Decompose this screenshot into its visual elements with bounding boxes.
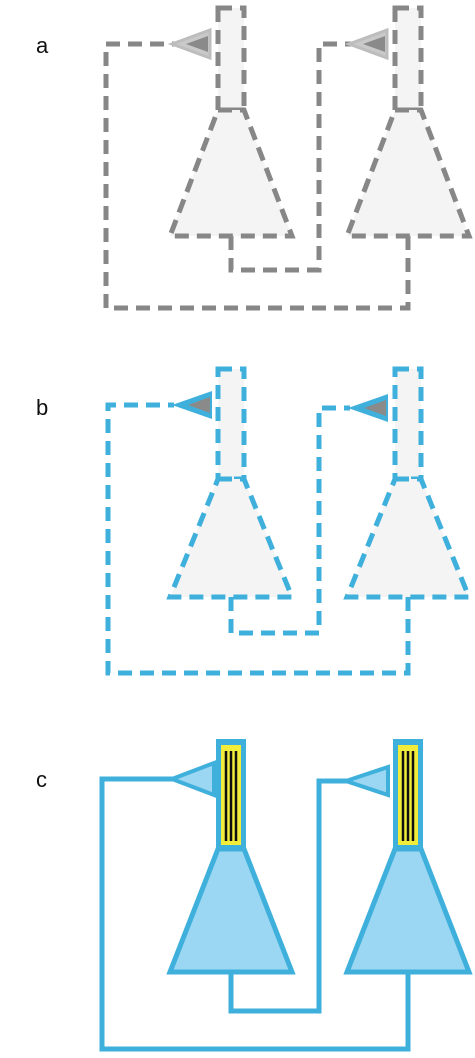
panel-a: a: [0, 0, 475, 330]
synapse-left: [166, 760, 216, 798]
synapse-left: [172, 391, 212, 419]
panel-b: b: [0, 355, 475, 695]
panel-label-c: c: [36, 767, 47, 792]
right-dendrite: [392, 5, 424, 113]
right-soma: [343, 476, 473, 600]
diagram-c: [99, 739, 473, 1052]
synapse-left: [167, 27, 212, 61]
left-soma: [166, 476, 296, 600]
left-dendrite: [215, 366, 247, 482]
right-soma: [343, 846, 473, 975]
right-neuron: [343, 739, 473, 975]
left-dendrite: [215, 5, 247, 113]
axon-left-to-right: [228, 405, 350, 636]
diagram-a: [103, 5, 473, 311]
left-soma: [166, 846, 296, 975]
right-soma: [343, 107, 473, 239]
panel-label-a: a: [36, 33, 49, 58]
diagram-b: [105, 366, 473, 676]
axon-left-to-right: [228, 778, 348, 1014]
synapse-right: [339, 764, 390, 798]
left-soma: [166, 107, 296, 239]
axon-right-to-left: [105, 402, 411, 676]
synapse-right: [344, 27, 389, 61]
synapse-right: [348, 394, 388, 422]
axon-right-to-left: [103, 41, 411, 311]
axon-right-to-left: [99, 776, 411, 1052]
panel-c: c: [0, 715, 475, 1058]
right-dendrite: [392, 366, 424, 482]
panel-label-b: b: [36, 395, 49, 420]
left-neuron: [166, 739, 296, 975]
axon-left-to-right: [228, 41, 352, 273]
